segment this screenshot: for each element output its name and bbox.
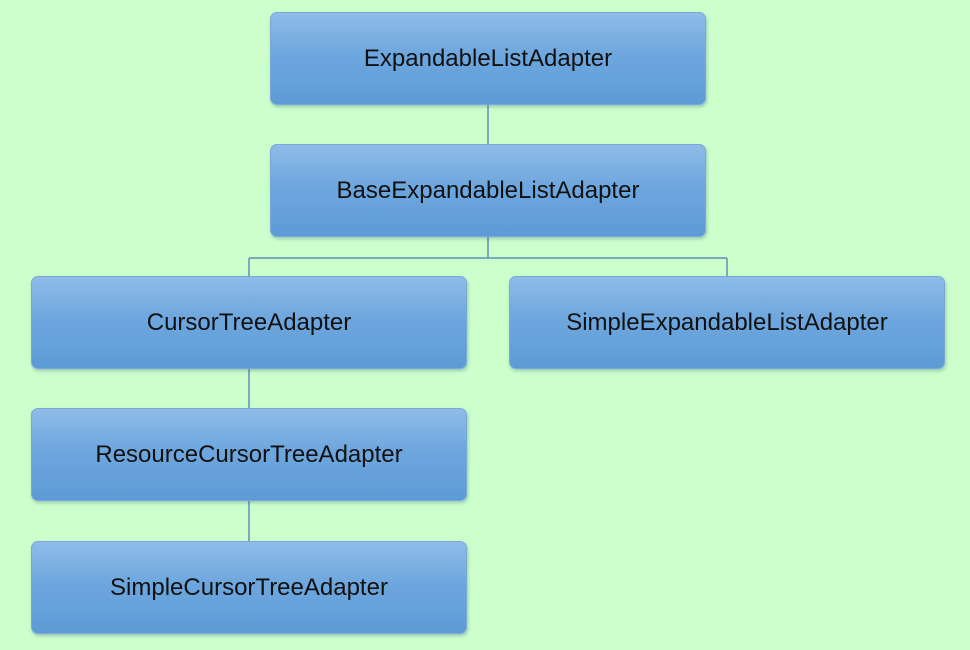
node-base-expandable-list-adapter: BaseExpandableListAdapter <box>270 144 706 237</box>
node-label: SimpleExpandableListAdapter <box>566 308 888 336</box>
node-expandable-list-adapter: ExpandableListAdapter <box>270 12 706 105</box>
node-resource-cursor-tree-adapter: ResourceCursorTreeAdapter <box>31 408 467 501</box>
node-simple-cursor-tree-adapter: SimpleCursorTreeAdapter <box>31 541 467 634</box>
node-cursor-tree-adapter: CursorTreeAdapter <box>31 276 467 369</box>
node-label: BaseExpandableListAdapter <box>336 176 640 204</box>
node-label: ExpandableListAdapter <box>363 44 613 72</box>
node-simple-expandable-list-adapter: SimpleExpandableListAdapter <box>509 276 945 369</box>
node-label: ResourceCursorTreeAdapter <box>95 440 403 468</box>
node-label: CursorTreeAdapter <box>146 308 352 336</box>
node-label: SimpleCursorTreeAdapter <box>110 573 388 601</box>
